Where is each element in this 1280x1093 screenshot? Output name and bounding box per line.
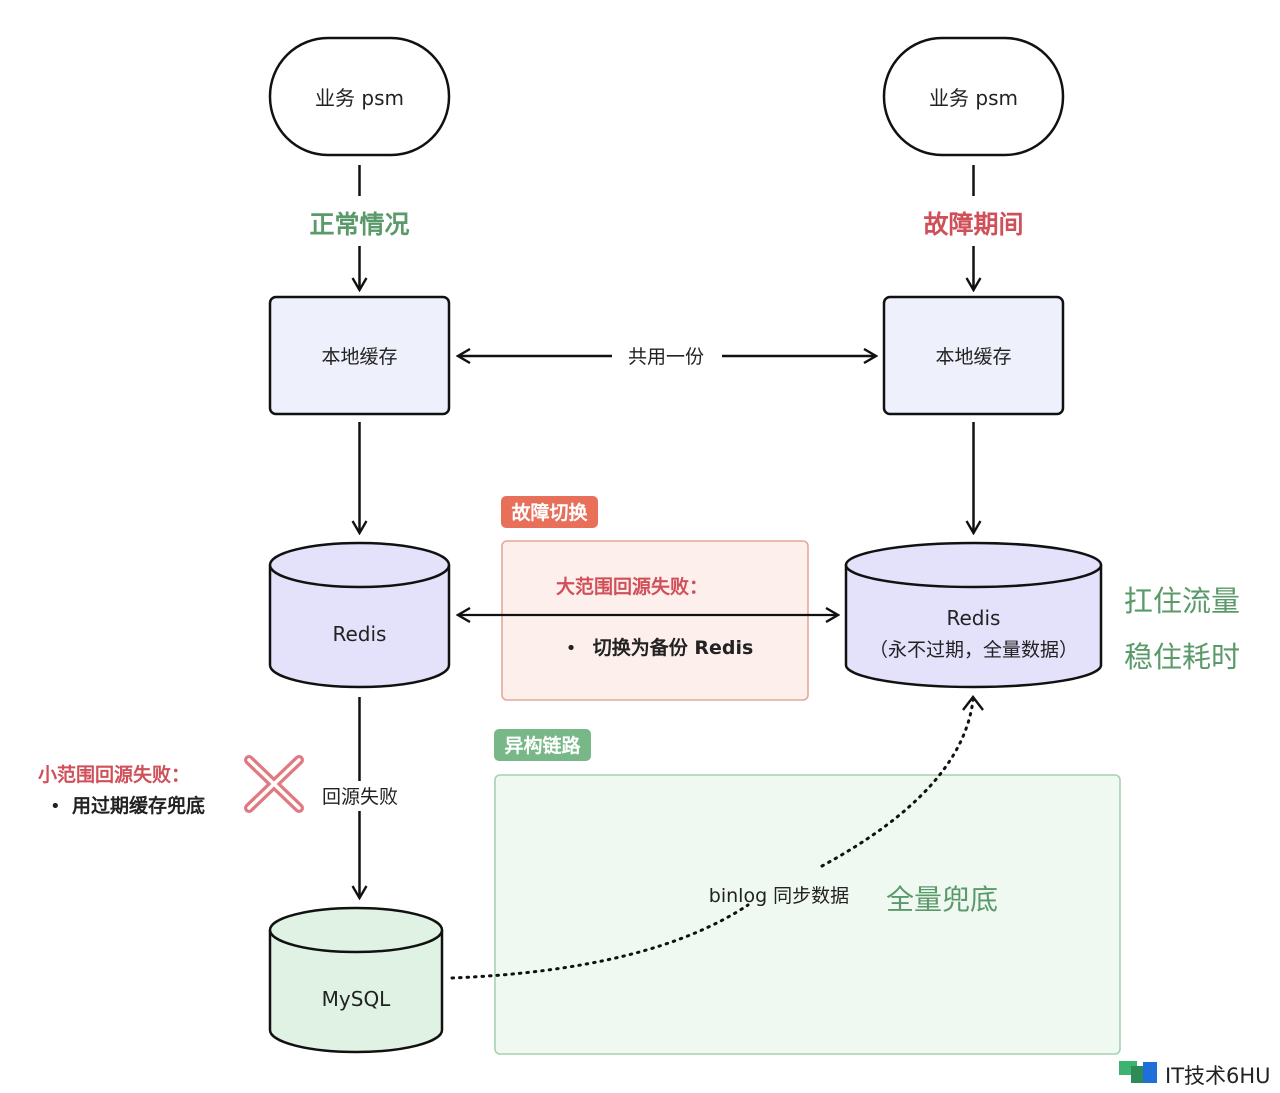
mysql-label: MySQL: [322, 987, 392, 1011]
hetero-tag: 异构链路: [494, 729, 591, 761]
psm-node-left: 业务 psm: [268, 36, 451, 157]
failover-tag-label: 故障切换: [511, 501, 588, 524]
small-fail-title: 小范围回源失败：: [38, 763, 190, 786]
failover-title: 大范围回源失败：: [556, 575, 708, 598]
redis-label-left: Redis: [333, 622, 387, 646]
redis-node-left: Redis: [268, 541, 451, 689]
edge-binlog-lower: [450, 903, 750, 980]
hetero-box-label: 全量兜底: [886, 883, 998, 916]
failover-bullet: •: [566, 638, 577, 659]
label-fallback-fail: 回源失败: [322, 786, 398, 808]
failure-x-icon: [244, 755, 304, 813]
logo-icon: [1119, 1061, 1157, 1083]
label-shared: 共用一份: [628, 346, 704, 368]
hetero-box: [494, 774, 1121, 1055]
binlog-arrowhead: [962, 695, 984, 711]
small-fail-bullet: •: [50, 796, 61, 817]
failover-box: [501, 540, 809, 701]
psm-label-right: 业务 psm: [929, 86, 1018, 110]
watermark-logo: IT技术6HU: [1119, 1061, 1271, 1088]
label-normal: 正常情况: [309, 210, 409, 239]
edge-binlog-upper: [820, 698, 975, 868]
hetero-tag-label: 异构链路: [504, 734, 581, 757]
label-fault-period: 故障期间: [923, 210, 1023, 239]
small-fail-item: 用过期缓存兜底: [72, 794, 205, 817]
failover-item: 切换为备份 Redis: [593, 636, 754, 659]
psm-node-right: 业务 psm: [882, 36, 1065, 157]
cache-node-left: 本地缓存: [268, 295, 451, 416]
cache-node-right: 本地缓存: [882, 295, 1065, 416]
logo-text: IT技术6HU: [1165, 1064, 1271, 1088]
redis-node-right: Redis （永不过期，全量数据）: [844, 541, 1103, 689]
label-binlog-sync: binlog 同步数据: [709, 885, 849, 907]
cache-label-left: 本地缓存: [321, 346, 397, 368]
mysql-node: MySQL: [268, 906, 444, 1054]
side-note-line2: 稳住耗时: [1124, 640, 1240, 674]
redis-label-right-line2: （永不过期，全量数据）: [869, 639, 1078, 661]
psm-label-left: 业务 psm: [315, 86, 404, 110]
redis-label-right-line1: Redis: [947, 606, 1001, 630]
cache-label-right: 本地缓存: [935, 346, 1011, 368]
side-note-line1: 扛住流量: [1124, 584, 1240, 618]
failover-tag: 故障切换: [501, 496, 598, 528]
